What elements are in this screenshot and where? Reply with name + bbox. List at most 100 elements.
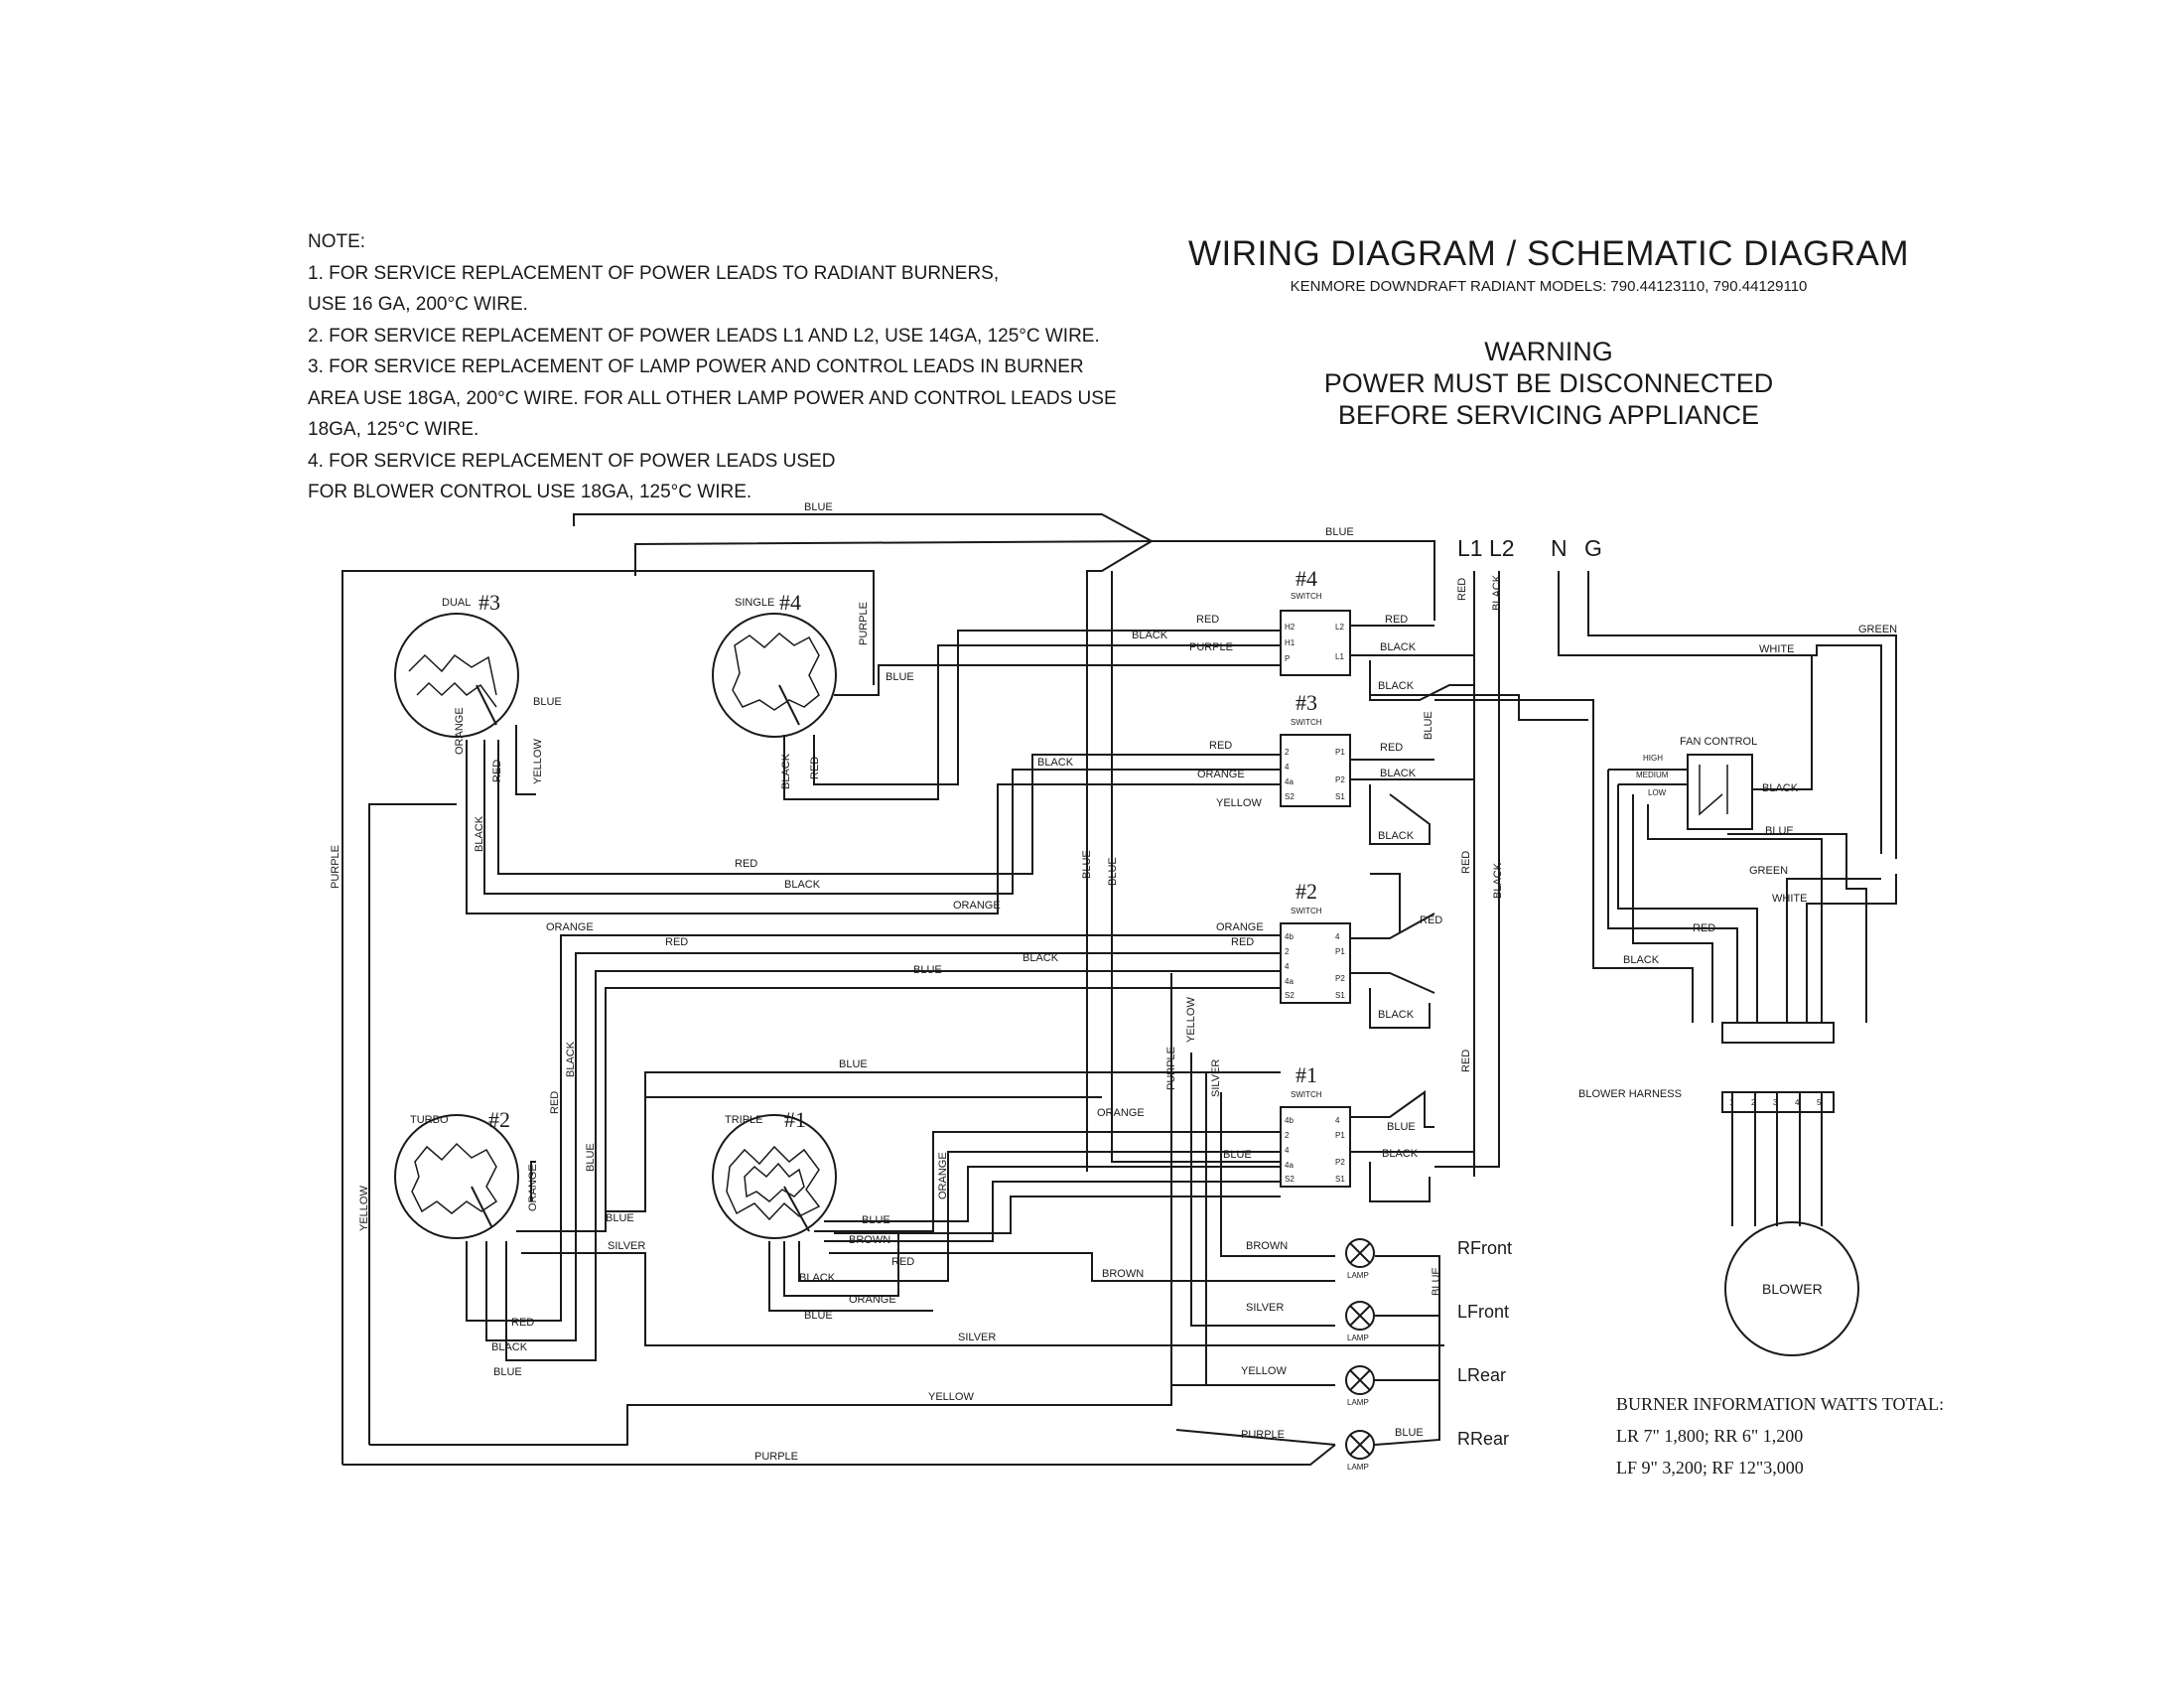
burner-element [732, 633, 820, 711]
wire [1727, 833, 1867, 1023]
burner-probe [778, 684, 800, 726]
harness-pin: 5 [1817, 1098, 1822, 1107]
fan-switch-contacts [1699, 765, 1728, 816]
model-numbers: KENMORE DOWNDRAFT RADIANT MODELS: 790.44… [1290, 278, 1808, 295]
wire [483, 740, 1281, 895]
wire [824, 1181, 1281, 1242]
lamp-lfront: LAMP LFront [1345, 1301, 1509, 1342]
switch-pin: P2 [1335, 974, 1345, 983]
wire-label: RED [1460, 851, 1472, 874]
lamp-cross [1349, 1369, 1371, 1391]
switch-pin: 4b [1285, 1116, 1294, 1125]
fan-control: FAN CONTROL HIGH MEDIUM LOW [1636, 736, 1757, 830]
blower-motor [1724, 1221, 1859, 1356]
wire [1434, 699, 1594, 760]
wire-label: ORANGE [1197, 769, 1245, 780]
wire-label: BLUE [804, 501, 833, 513]
terminal-l1: L1 [1457, 535, 1483, 561]
note-line: 3. FOR SERVICE REPLACEMENT OF LAMP POWER… [308, 356, 1084, 377]
wire-label: YELLOW [532, 739, 544, 784]
note-line: 18GA, 125°C WIRE. [308, 419, 479, 440]
lamp-icon [1345, 1301, 1375, 1331]
wire [505, 970, 1281, 1361]
wire-label: BLACK [780, 753, 792, 789]
wire-label: BLUE [1223, 1149, 1252, 1161]
wire-label: RED [1380, 742, 1403, 754]
wire-label: PURPLE [330, 845, 341, 889]
switch-pin: L1 [1335, 652, 1344, 661]
wire-label: SILVER [1210, 1059, 1222, 1097]
wire-label: BLACK [565, 1041, 577, 1077]
burner-name: DUAL [442, 597, 471, 609]
wire-label: BLUE [606, 1212, 634, 1224]
wire-label: PURPLE [1241, 1429, 1285, 1441]
wire-label: RED [735, 858, 757, 870]
wire-label: BROWN [849, 1234, 890, 1246]
switch-pin: 2 [1285, 748, 1290, 757]
lamp-rrear: LAMP RRear [1345, 1429, 1509, 1472]
switch-pin: P2 [1335, 775, 1345, 784]
wire-label: BLUE [1431, 1267, 1442, 1296]
switch-caption: SWITCH [1291, 907, 1322, 915]
warning-notice: WARNING POWER MUST BE DISCONNECTED BEFOR… [1241, 336, 1856, 431]
wire-label: RED [1231, 936, 1254, 948]
lamp-label: RRear [1457, 1429, 1509, 1449]
lamps: LAMP RFront LAMP LFront LAMP LRear LAMP … [1345, 1238, 1512, 1472]
wire-label: ORANGE [527, 1164, 539, 1211]
wire-label: WHITE [1772, 893, 1807, 905]
wire [1752, 655, 1813, 790]
wire [783, 644, 1281, 800]
wire-label: SILVER [958, 1332, 996, 1343]
switch-body [1280, 734, 1351, 807]
wire-label: BLACK [1378, 1009, 1415, 1021]
switch-pin: 4b [1285, 932, 1294, 941]
fan-speed-label: LOW [1648, 788, 1667, 797]
burner-number: #1 [784, 1107, 806, 1132]
wire-label: PURPLE [754, 1451, 798, 1463]
wire-label: PURPLE [1189, 641, 1233, 653]
burner-number: #4 [779, 590, 801, 615]
wire [814, 1131, 1281, 1232]
wire-label: GREEN [1749, 865, 1788, 877]
wire [1369, 988, 1431, 1029]
wire-label: BLACK [1762, 782, 1799, 794]
wire-label: ORANGE [454, 707, 466, 755]
wire-label: BLACK [474, 815, 485, 852]
switch-caption: SWITCH [1291, 1090, 1322, 1099]
blower-name: BLOWER [1762, 1281, 1823, 1297]
lamp-cross [1349, 1305, 1371, 1327]
switch-4: #4 SWITCH H2 H1 P L2 L1 [1280, 566, 1351, 676]
service-notes: NOTE: 1. FOR SERVICE REPLACEMENT OF POWE… [308, 226, 1201, 508]
wire-label: BLACK [1380, 641, 1417, 653]
wire [516, 987, 1281, 1232]
wire-label: BLUE [862, 1214, 890, 1226]
note-line: 4. FOR SERVICE REPLACEMENT OF POWER LEAD… [308, 450, 836, 472]
switch-pin: 2 [1285, 1131, 1290, 1140]
wire [1592, 760, 1694, 1023]
burner-probe [476, 684, 497, 726]
burner-dual-3: DUAL #3 [394, 590, 519, 738]
wire-label: BLACK [1492, 862, 1504, 899]
switch-pin: P1 [1335, 1131, 1345, 1140]
wire-label: GREEN [1858, 624, 1897, 635]
wire [634, 540, 1153, 576]
wire [1350, 1090, 1434, 1128]
wire-label: BLUE [1765, 825, 1794, 837]
wire-label: ORANGE [1097, 1107, 1145, 1119]
switch-pin: H1 [1285, 638, 1296, 647]
wire [834, 1196, 1281, 1234]
wire-label: BLUE [585, 1143, 597, 1172]
note-line: AREA USE 18GA, 200°C WIRE. FOR ALL OTHER… [308, 387, 1117, 409]
wire [829, 1252, 1335, 1282]
wire-label: BLUE [1107, 857, 1119, 886]
burner-outline [712, 613, 837, 738]
switch-number: #1 [1296, 1062, 1317, 1087]
lamp-icon [1345, 1365, 1375, 1395]
diagram-title: WIRING DIAGRAM / SCHEMATIC DIAGRAM [1187, 234, 1910, 273]
wire-label: ORANGE [953, 900, 1001, 912]
terminal-n: N [1551, 535, 1568, 561]
burner-name: TURBO [410, 1114, 449, 1126]
wire [1350, 972, 1435, 994]
wire [515, 725, 536, 795]
wire-label: RED [665, 936, 688, 948]
